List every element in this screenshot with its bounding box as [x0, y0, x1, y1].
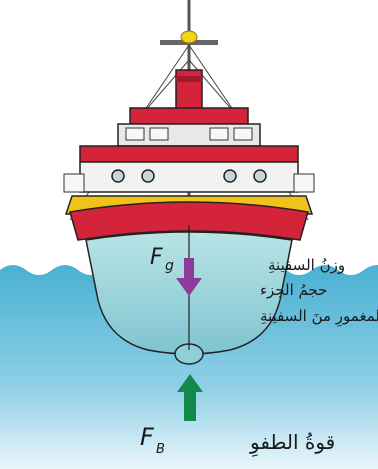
- buoyancy-label: قوةُ الطفوِ: [249, 430, 335, 457]
- funnel: [176, 70, 202, 110]
- weight-label: وزنُ السفينةِ: [268, 256, 345, 274]
- volume-label-line1: حجمُ الجزء: [260, 281, 327, 299]
- superstructure: [64, 108, 314, 192]
- volume-label-line2: المغمورِ منَ السفينةِ: [260, 307, 378, 328]
- mast-light: [181, 31, 197, 43]
- weight-symbol: F: [150, 245, 163, 270]
- weight-subscript: g: [165, 258, 174, 274]
- buoyancy-symbol: F: [140, 423, 155, 451]
- buoyancy-subscript: B: [156, 442, 165, 457]
